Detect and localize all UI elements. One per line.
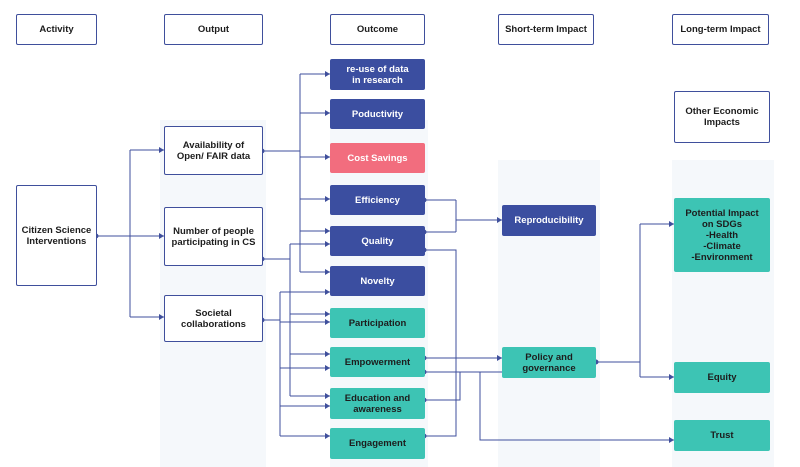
connector-quality-loop [424, 249, 457, 437]
arrow-head [325, 365, 330, 371]
activity-cs-interventions: Citizen Science Interventions [16, 185, 97, 286]
arrow-head [325, 196, 330, 202]
outcome-education-awareness: Education and awareness [330, 388, 425, 419]
arrow-head [325, 154, 330, 160]
arrow-head [325, 289, 330, 295]
arrow-head [497, 355, 502, 361]
short-term-policy-governance: Policy and governance [502, 347, 596, 378]
long-term-trust: Trust [674, 420, 770, 451]
arrow-head [669, 221, 674, 227]
arrow-head [325, 311, 330, 317]
header-short-term-impact: Short-term Impact [498, 14, 594, 45]
outcome-novelty: Novelty [330, 266, 425, 296]
arrow-head [325, 71, 330, 77]
long-term-other-economic: Other Economic Impacts [674, 91, 770, 143]
long-term-equity: Equity [674, 362, 770, 393]
output-collaborations: Societal collaborations [164, 295, 263, 342]
arrow-head [325, 319, 330, 325]
connector-education-policy [424, 371, 502, 401]
output-column-shade [160, 120, 266, 467]
output-participants: Number of people participating in CS [164, 207, 263, 266]
arrow-head [159, 233, 164, 239]
connector-activity-outputs [96, 149, 164, 318]
arrow-head [669, 437, 674, 443]
arrow-head [325, 433, 330, 439]
arrow-head [325, 351, 330, 357]
connector-reproducibility [424, 199, 502, 233]
arrow-head [325, 241, 330, 247]
outcome-participation: Participation [330, 308, 425, 338]
long-term-sdgs: Potential Impact on SDGs -Health -Climat… [674, 198, 770, 272]
connector-participants-outcomes [262, 243, 330, 397]
output-open-fair-data: Availability of Open/ FAIR data [164, 126, 263, 175]
arrow-head [159, 314, 164, 320]
arrow-head [159, 147, 164, 153]
outcome-cost-savings: Cost Savings [330, 143, 425, 173]
short-term-reproducibility: Reproducibility [502, 205, 596, 236]
arrow-head [497, 217, 502, 223]
arrow-head [325, 403, 330, 409]
outcome-reuse-of-data: re-use of data in research [330, 59, 425, 90]
outcome-efficiency: Efficiency [330, 185, 425, 215]
arrow-head [669, 374, 674, 380]
arrow-head [325, 269, 330, 275]
header-outcome: Outcome [330, 14, 425, 45]
outcome-quality: Quality [330, 226, 425, 256]
outcome-engagement: Engagement [330, 428, 425, 459]
arrow-head [325, 110, 330, 116]
connector-trust [424, 371, 674, 441]
connector-collaborations-outcomes [262, 291, 330, 437]
header-output: Output [164, 14, 263, 45]
header-activity: Activity [16, 14, 97, 45]
outcome-empowerment: Empowerment [330, 347, 425, 377]
connector-open-data-outcomes [262, 73, 330, 273]
outcome-productivity: Poductivity [330, 99, 425, 129]
connector-policy-long-term [596, 223, 674, 378]
arrow-head [325, 228, 330, 234]
arrow-head [325, 393, 330, 399]
header-long-term-impact: Long-term Impact [672, 14, 769, 45]
